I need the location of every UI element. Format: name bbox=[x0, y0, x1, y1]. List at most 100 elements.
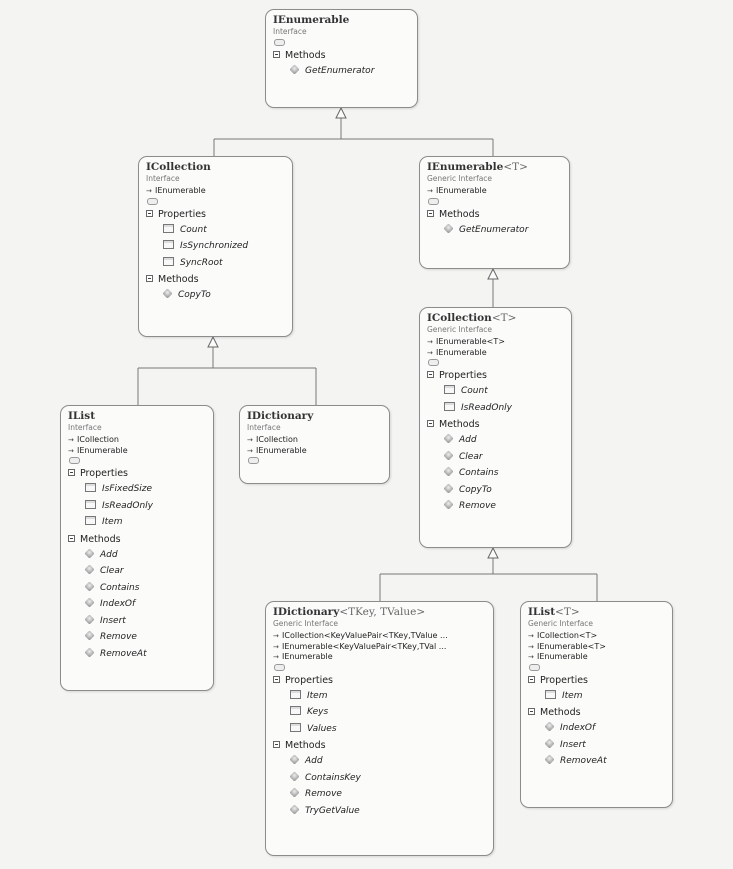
property-item[interactable]: Count bbox=[427, 383, 565, 400]
method-item[interactable]: Contains bbox=[427, 465, 565, 482]
interface-kind: Generic Interface bbox=[427, 174, 493, 183]
minus-box-icon[interactable] bbox=[273, 741, 280, 748]
section-header-properties[interactable]: Properties bbox=[68, 467, 207, 481]
inherited-interface-name: IEnumerable bbox=[77, 445, 128, 455]
section-label: Methods bbox=[439, 419, 480, 430]
generic-parameters: <T> bbox=[503, 161, 528, 173]
collapse-toggle-icon[interactable] bbox=[428, 197, 439, 205]
interface-box-icollection-t[interactable]: ICollection<T>Generic Interface→IEnumera… bbox=[419, 307, 572, 548]
minus-box-icon[interactable] bbox=[528, 675, 535, 683]
section-header-properties[interactable]: Properties bbox=[146, 208, 286, 222]
method-icon bbox=[84, 613, 95, 625]
method-item[interactable]: Add bbox=[273, 753, 487, 770]
method-icon bbox=[289, 64, 300, 75]
interface-box-ilist-t[interactable]: IList<T>Generic Interface→ICollection<T>… bbox=[520, 601, 673, 808]
property-item[interactable]: IsReadOnly bbox=[427, 400, 565, 417]
section-header-methods[interactable]: Methods bbox=[273, 49, 411, 63]
method-item[interactable]: Add bbox=[68, 547, 207, 564]
member-name: Item bbox=[562, 690, 583, 701]
minus-box-icon[interactable] bbox=[427, 209, 434, 217]
property-item[interactable]: Values bbox=[273, 721, 487, 738]
method-item[interactable]: RemoveAt bbox=[528, 753, 666, 770]
section-header-methods[interactable]: Methods bbox=[68, 533, 207, 547]
inherit-arrow-icon: → bbox=[146, 187, 152, 195]
minus-box-icon[interactable] bbox=[146, 275, 153, 282]
interface-box-ienumerable-t[interactable]: IEnumerable<T>Generic Interface→IEnumera… bbox=[419, 156, 570, 269]
collapse-toggle-icon[interactable] bbox=[69, 457, 80, 464]
method-item[interactable]: TryGetValue bbox=[273, 803, 487, 820]
property-item[interactable]: Count bbox=[146, 222, 286, 239]
minus-box-icon[interactable] bbox=[68, 534, 75, 542]
method-item[interactable]: Insert bbox=[68, 613, 207, 630]
interface-kind: Interface bbox=[146, 174, 180, 183]
method-item[interactable]: Clear bbox=[427, 449, 565, 466]
inherited-interface-name: IEnumerable<T> bbox=[537, 641, 606, 651]
collapse-toggle-icon[interactable] bbox=[274, 39, 285, 46]
method-item[interactable]: IndexOf bbox=[528, 720, 666, 737]
method-item[interactable]: Insert bbox=[528, 737, 666, 754]
box-title: IEnumerable<T> bbox=[427, 161, 563, 174]
method-icon bbox=[544, 754, 555, 765]
section-header-properties[interactable]: Properties bbox=[273, 674, 487, 688]
method-item[interactable]: CopyTo bbox=[427, 482, 565, 499]
section-header-methods[interactable]: Methods bbox=[146, 273, 286, 287]
method-icon bbox=[162, 288, 173, 299]
minus-box-icon[interactable] bbox=[68, 469, 75, 476]
property-item[interactable]: Item bbox=[273, 688, 487, 705]
method-icon bbox=[289, 803, 300, 815]
property-icon bbox=[444, 401, 455, 411]
inherited-interface: →IEnumerable bbox=[273, 652, 487, 663]
minus-box-icon[interactable] bbox=[146, 209, 153, 217]
method-item[interactable]: Remove bbox=[68, 629, 207, 646]
method-item[interactable]: Add bbox=[427, 432, 565, 449]
method-item[interactable]: Contains bbox=[68, 580, 207, 597]
interface-box-idictionary-tk[interactable]: IDictionary<TKey, TValue>Generic Interfa… bbox=[265, 601, 494, 856]
property-item[interactable]: IsFixedSize bbox=[68, 481, 207, 498]
collapse-toggle-icon[interactable] bbox=[248, 457, 259, 464]
property-item[interactable]: Item bbox=[528, 688, 666, 705]
minus-box-icon[interactable] bbox=[427, 420, 434, 427]
inherited-interface-name: ICollection bbox=[77, 435, 119, 444]
member-name: Item bbox=[102, 517, 123, 527]
minus-box-icon[interactable] bbox=[273, 51, 280, 58]
section-header-methods[interactable]: Methods bbox=[528, 706, 666, 720]
property-item[interactable]: Keys bbox=[273, 704, 487, 721]
member-name: Contains bbox=[459, 468, 499, 478]
minus-box-icon[interactable] bbox=[528, 708, 535, 715]
member-name: Clear bbox=[459, 451, 483, 462]
section-header-methods[interactable]: Methods bbox=[427, 418, 565, 432]
method-item[interactable]: Remove bbox=[427, 498, 565, 515]
method-item[interactable]: GetEnumerator bbox=[427, 222, 563, 239]
property-item[interactable]: IsReadOnly bbox=[68, 498, 207, 515]
section-header-properties[interactable]: Properties bbox=[528, 674, 666, 688]
method-item[interactable]: GetEnumerator bbox=[273, 63, 411, 80]
method-item[interactable]: CopyTo bbox=[146, 287, 286, 304]
method-item[interactable]: Remove bbox=[273, 786, 487, 803]
method-item[interactable]: RemoveAt bbox=[68, 646, 207, 663]
method-item[interactable]: ContainsKey bbox=[273, 770, 487, 787]
collapse-toggle-icon[interactable] bbox=[428, 359, 439, 366]
inherited-interface-name: IEnumerable<T> bbox=[436, 337, 505, 346]
collapse-toggle-icon[interactable] bbox=[529, 663, 540, 671]
property-item[interactable]: SyncRoot bbox=[146, 255, 286, 272]
section-header-properties[interactable]: Properties bbox=[427, 369, 565, 383]
property-item[interactable]: IsSynchronized bbox=[146, 238, 286, 255]
property-item[interactable]: Item bbox=[68, 514, 207, 531]
member-name: Count bbox=[180, 224, 207, 235]
inheritance-arrowhead bbox=[487, 546, 499, 559]
method-item[interactable]: IndexOf bbox=[68, 596, 207, 613]
inherited-interface-name: ICollection bbox=[256, 435, 298, 444]
method-item[interactable]: Clear bbox=[68, 563, 207, 580]
collapse-toggle-icon[interactable] bbox=[274, 663, 285, 671]
section-header-methods[interactable]: Methods bbox=[273, 739, 487, 753]
collapse-toggle-icon[interactable] bbox=[147, 197, 158, 205]
minus-box-icon[interactable] bbox=[427, 371, 434, 378]
member-name: Remove bbox=[305, 789, 342, 799]
minus-box-icon[interactable] bbox=[273, 675, 280, 683]
section-header-methods[interactable]: Methods bbox=[427, 208, 563, 222]
inherited-interface: →ICollection bbox=[68, 435, 207, 446]
